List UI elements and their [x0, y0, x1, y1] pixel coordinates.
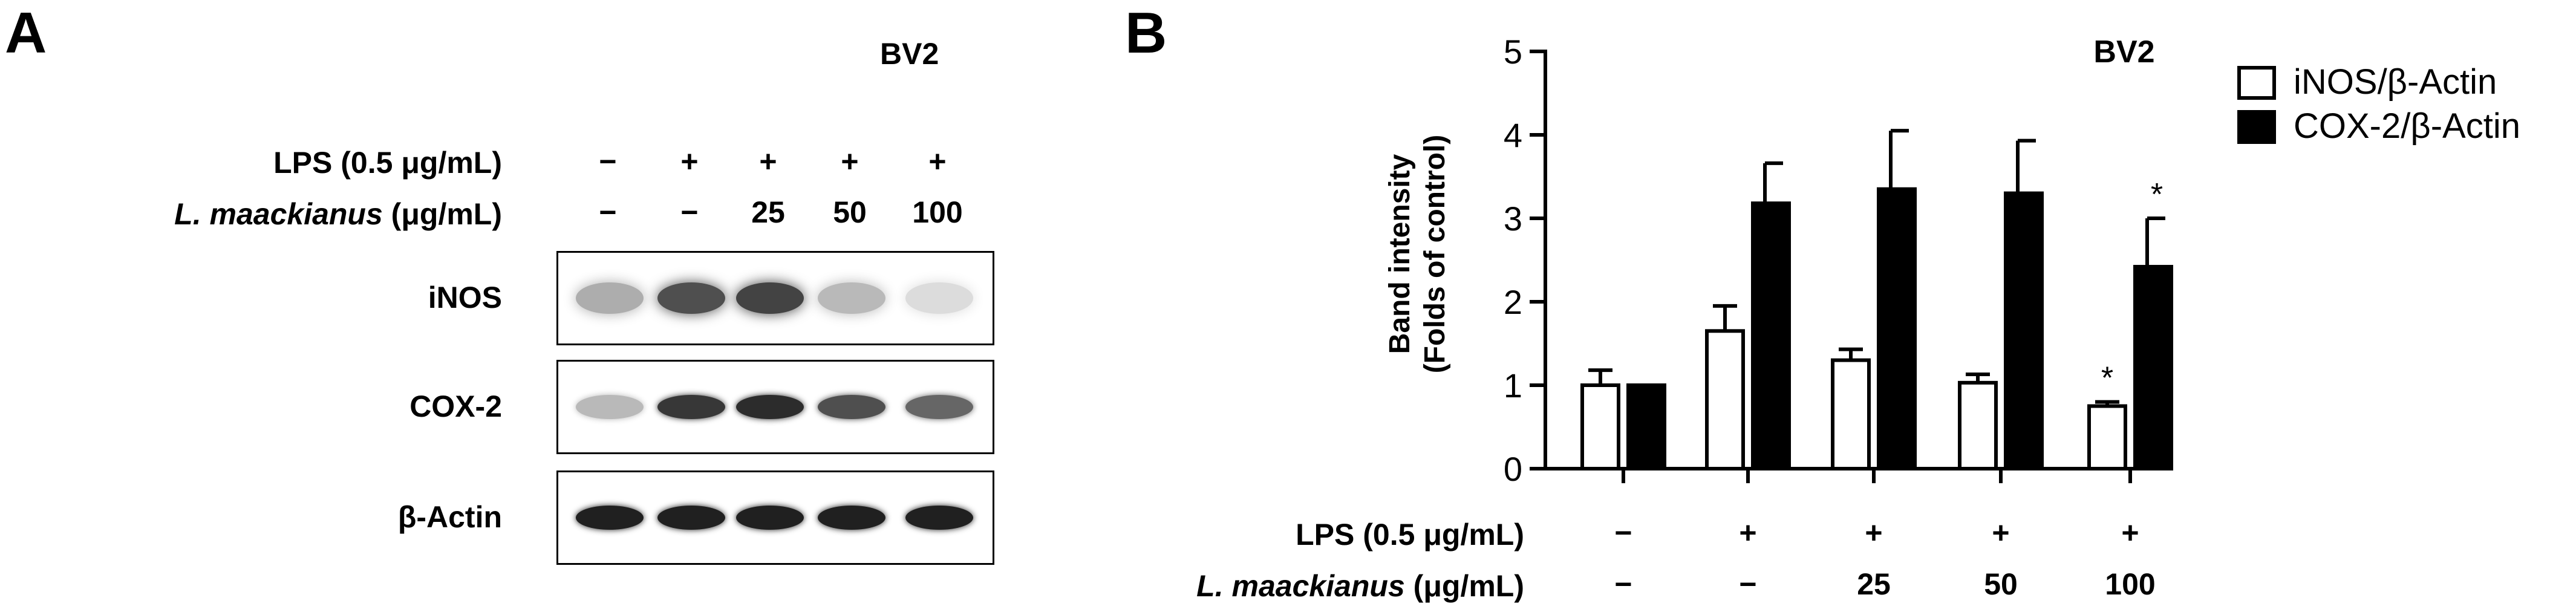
panel-a-lps-value-1: − — [599, 145, 617, 178]
blot-band-2-lane-5 — [905, 395, 973, 419]
bar-cox2-3 — [1877, 187, 1917, 470]
blot-band-2-lane-2 — [657, 395, 725, 419]
blot-band-3-lane-2 — [657, 506, 725, 530]
panel-b-lps-label: LPS (0.5 μg/mL) — [1296, 518, 1524, 552]
panel-b-lm-value-3: 25 — [1857, 567, 1891, 601]
panel-a-lm-value-5: 100 — [912, 195, 963, 229]
panel-b-lm-label-italic: L. maackianus — [1196, 569, 1405, 603]
blot-band-1-lane-4 — [818, 282, 885, 314]
panel-b-lm-value-4: 50 — [1984, 567, 2018, 601]
blot-band-1-lane-5 — [905, 282, 973, 314]
chart-bars: ** — [1580, 129, 2173, 470]
blot-label-3: β-Actin — [397, 500, 502, 534]
blot-panel-3 — [556, 470, 994, 565]
blot-panel-1 — [556, 251, 994, 345]
bar-cox2-5 — [2133, 265, 2173, 470]
panel-b-lm-label-unit: (μg/mL) — [1404, 569, 1524, 603]
panel-a-lps-value-2: + — [680, 145, 699, 178]
panel-a-lm-value-1: − — [599, 195, 617, 229]
panel-a-lm-value-4: 50 — [833, 195, 867, 229]
y-tick-label: 5 — [1504, 33, 1522, 71]
y-tick-label: 1 — [1504, 366, 1522, 405]
blot-band-1-lane-2 — [657, 282, 725, 314]
panel-b-lm-label: L. maackianus (μg/mL) — [1089, 568, 1524, 604]
bar-cox2-1 — [1626, 383, 1666, 470]
blot-band-2-lane-4 — [818, 395, 885, 419]
bar-cox2-2 — [1751, 201, 1791, 470]
y-axis-label-line2: (Folds of control) — [1419, 135, 1451, 374]
panel-a-lm-value-3: 25 — [751, 195, 785, 229]
bar-inos-1 — [1580, 383, 1620, 470]
panel-a-lm-label-unit: (μg/mL) — [382, 197, 502, 231]
legend-swatch-cox2 — [2237, 110, 2276, 144]
bar-inos-5 — [2087, 404, 2127, 470]
legend-swatch-inos — [2237, 66, 2276, 100]
bar-inos-4 — [1958, 380, 1998, 470]
y-tick-label: 2 — [1504, 283, 1522, 321]
blot-band-2-lane-1 — [576, 395, 644, 419]
panel-a-lm-label: L. maackianus (μg/mL) — [91, 197, 502, 232]
y-tick-label: 4 — [1504, 116, 1522, 154]
chart-title: BV2 — [2093, 34, 2154, 70]
bar-inos-2 — [1705, 329, 1745, 470]
blot-label-1: iNOS — [428, 281, 502, 314]
panel-a-lps-value-5: + — [928, 145, 947, 178]
panel-b-lps-value-4: + — [1992, 516, 2010, 550]
blot-label-2: COX-2 — [409, 389, 502, 423]
panel-b-lm-value-1: − — [1614, 567, 1632, 601]
blot-panel-2 — [556, 360, 994, 454]
panel-a-lps-value-3: + — [759, 145, 777, 178]
panel-a-cell-line: BV2 — [880, 37, 939, 71]
blot-band-2-lane-3 — [736, 395, 804, 419]
y-tick-label: 0 — [1504, 450, 1522, 488]
panel-b-lps-value-3: + — [1865, 516, 1883, 550]
panel-a-lm-value-2: − — [680, 195, 699, 229]
blot-band-1-lane-1 — [576, 282, 644, 314]
panel-a-lps-value-4: + — [841, 145, 859, 178]
significance-marker: * — [2151, 177, 2163, 212]
blot-band-3-lane-4 — [818, 506, 885, 530]
y-axis-label: Band intensity (Folds of control) — [1384, 135, 1451, 374]
blot-band-3-lane-1 — [576, 506, 644, 530]
panel-a-lm-label-italic: L. maackianus — [174, 197, 383, 231]
bar-inos-3 — [1831, 358, 1871, 470]
panel-b-lps-value-5: + — [2121, 516, 2139, 550]
panel-b-lps-value-1: − — [1614, 516, 1632, 550]
y-tick-label: 3 — [1504, 200, 1522, 238]
panel-b-letter: B — [1125, 1, 1167, 65]
panel-a-lps-label: LPS (0.5 μg/mL) — [273, 146, 502, 180]
chart-axes: 0 1 2 3 4 5 — [1504, 33, 2160, 488]
significance-marker: * — [2101, 361, 2113, 396]
bar-cox2-4 — [2004, 191, 2044, 470]
blot-band-1-lane-3 — [736, 282, 804, 314]
chart-legend: iNOS/β-Actin COX-2/β-Actin — [2237, 62, 2520, 146]
panel-b-lm-value-5: 100 — [2105, 567, 2156, 601]
panel-b-lps-value-2: + — [1739, 516, 1757, 550]
y-axis-label-line1: Band intensity — [1384, 154, 1416, 354]
blot-band-3-lane-5 — [905, 506, 973, 530]
legend-label-inos: iNOS/β-Actin — [2294, 62, 2497, 102]
panel-a-letter: A — [5, 1, 47, 65]
legend-label-cox2: COX-2/β-Actin — [2294, 106, 2520, 146]
blot-band-3-lane-3 — [736, 506, 804, 530]
panel-b-lm-value-2: − — [1739, 567, 1757, 601]
